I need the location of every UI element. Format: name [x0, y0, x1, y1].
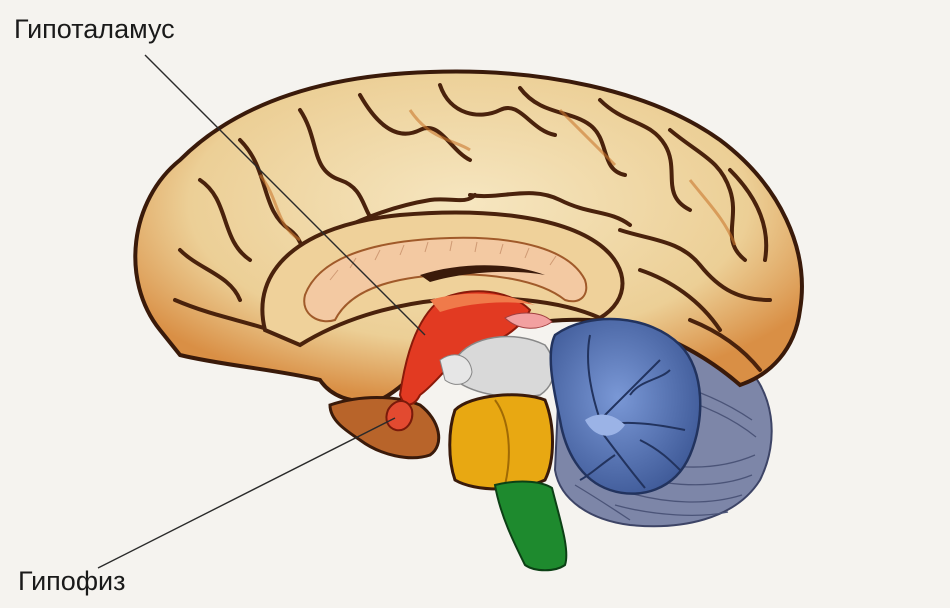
label-hypothalamus: Гипоталамус: [14, 14, 175, 44]
pituitary-gland: [385, 400, 414, 432]
label-pituitary: Гипофиз: [18, 566, 126, 596]
medulla: [493, 480, 568, 572]
hypothalamus-leader-line: [144, 54, 426, 336]
temporal-lobe: [328, 396, 441, 460]
pituitary-leader-line: [97, 417, 396, 569]
pons: [448, 393, 554, 491]
cerebellum-folia: [574, 379, 757, 521]
corpus-callosum: [303, 236, 588, 323]
